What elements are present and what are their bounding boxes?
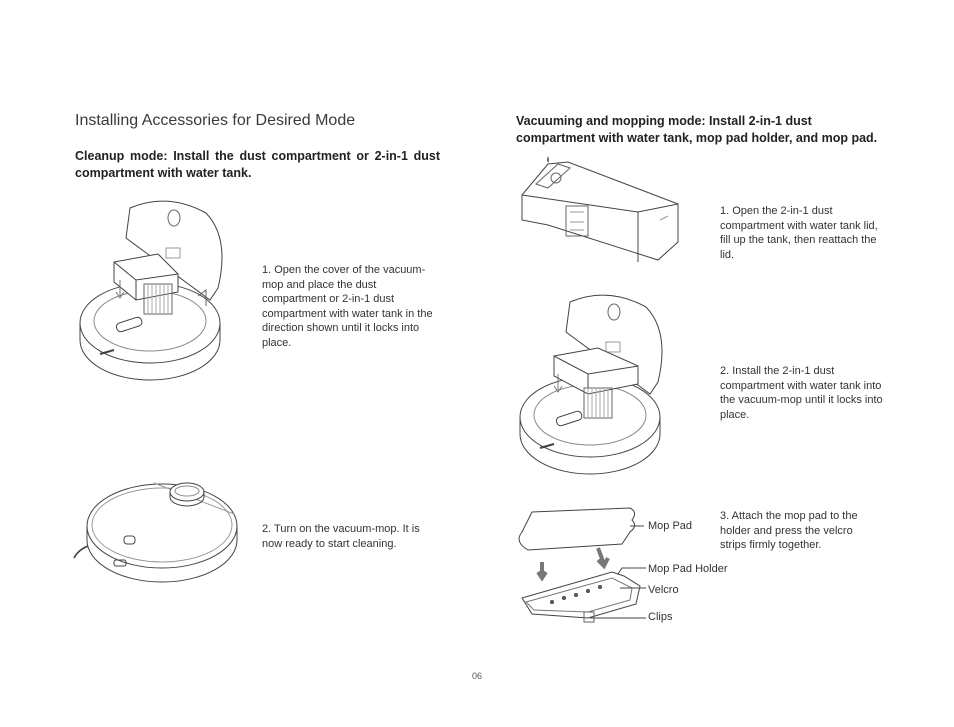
page-number: 06: [0, 671, 954, 681]
cleanup-mode-heading: Cleanup mode: Install the dust compartme…: [75, 148, 440, 182]
page-title: Installing Accessories for Desired Mode: [75, 112, 355, 130]
robot-closed-illustration: [74, 470, 244, 585]
robot-open-lid-illustration: [78, 198, 228, 383]
callout-clips: Clips: [648, 611, 672, 623]
callout-leader-lines: [600, 520, 650, 630]
robot-install-tank-illustration: [518, 292, 668, 472]
mopping-mode-heading: Vacuuming and mopping mode: Install 2-in…: [516, 113, 886, 147]
mopping-step-3: 3. Attach the mop pad to the holder and …: [720, 509, 880, 553]
mopping-step-1: 1. Open the 2-in-1 dust compartment with…: [720, 204, 882, 262]
cleanup-step-1: 1. Open the cover of the vacuum-mop and …: [262, 263, 440, 350]
cleanup-step-2: 2. Turn on the vacuum-mop. It is now rea…: [262, 522, 440, 551]
callout-mop-pad-holder: Mop Pad Holder: [648, 563, 728, 575]
callout-velcro: Velcro: [648, 584, 679, 596]
callout-mop-pad: Mop Pad: [648, 520, 692, 532]
mopping-step-2: 2. Install the 2-in-1 dust compartment w…: [720, 364, 885, 422]
water-tank-illustration: [518, 150, 683, 265]
